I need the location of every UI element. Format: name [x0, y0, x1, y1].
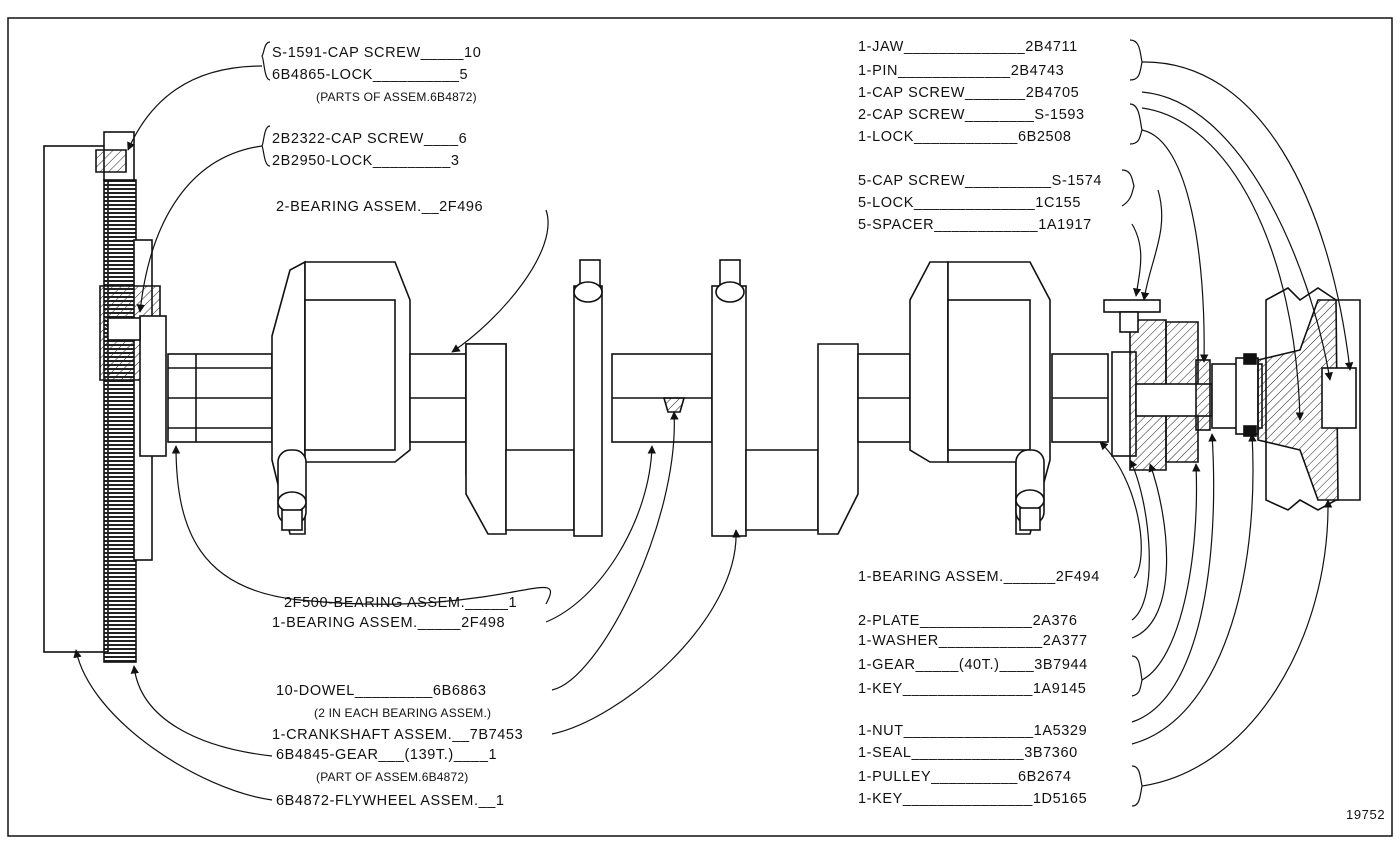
label-washer: 1-WASHER____________2A377: [858, 633, 1088, 649]
label-cap-screw-s1593: 2-CAP SCREW________S-1593: [858, 107, 1085, 123]
label-lock-2b2950: 2B2950-LOCK_________3: [272, 153, 460, 169]
label-bearing-assem-2f496: 2-BEARING ASSEM.__2F496: [276, 199, 484, 215]
label-lock-1c155: 5-LOCK______________1C155: [858, 195, 1082, 211]
label-lock-6b4865: 6B4865-LOCK__________5: [272, 67, 469, 83]
label-cap-screw-s1574: 5-CAP SCREW__________S-1574: [858, 173, 1103, 189]
label-seal: 1-SEAL_____________3B7360: [858, 745, 1078, 761]
label-part-of-assem-note: (PART OF ASSEM.6B4872): [316, 770, 469, 784]
label-flywheel-assem: 6B4872-FLYWHEEL ASSEM.__1: [276, 793, 505, 809]
label-key-1d5165: 1-KEY_______________1D5165: [858, 791, 1088, 807]
label-cap-screw-s1591: S-1591-CAP SCREW_____10: [272, 45, 482, 61]
label-crankshaft-assem: 1-CRANKSHAFT ASSEM.__7B7453: [272, 727, 524, 743]
label-dowel-note: (2 IN EACH BEARING ASSEM.): [314, 706, 492, 720]
label-spacer: 5-SPACER____________1A1917: [858, 217, 1092, 233]
label-pulley: 1-PULLEY__________6B2674: [858, 769, 1072, 785]
label-gear-40t: 1-GEAR_____(40T.)____3B7944: [858, 657, 1088, 673]
label-cap-screw-2b4705: 1-CAP SCREW_______2B4705: [858, 85, 1080, 101]
label-jaw: 1-JAW______________2B4711: [858, 39, 1078, 55]
label-nut: 1-NUT_______________1A5329: [858, 723, 1088, 739]
label-bearing-assem-2f494: 1-BEARING ASSEM.______2F494: [858, 569, 1100, 585]
figure-number: 19752: [1346, 807, 1386, 822]
label-parts-of-assem-note: (PARTS OF ASSEM.6B4872): [316, 90, 477, 104]
label-lock-6b2508: 1-LOCK____________6B2508: [858, 129, 1072, 145]
label-bearing-assem-2f498: 1-BEARING ASSEM._____2F498: [272, 615, 506, 631]
label-bearing-assem-2f500: 2F500-BEARING ASSEM._____1: [284, 595, 518, 611]
front-gear-pulley-assembly: [1103, 287, 1361, 511]
border-frame: [7, 17, 1393, 837]
label-dowel: 10-DOWEL_________6B6863: [276, 683, 487, 699]
label-gear-139t: 6B4845-GEAR___(139T.)____1: [276, 747, 498, 763]
label-cap-screw-2b2322: 2B2322-CAP SCREW____6: [272, 131, 468, 147]
label-key-1a9145: 1-KEY_______________1A9145: [858, 681, 1087, 697]
leader-lines: [73, 61, 1354, 801]
label-braces: [261, 39, 1143, 807]
label-plate: 2-PLATE_____________2A376: [858, 613, 1078, 629]
label-pin: 1-PIN_____________2B4743: [858, 63, 1065, 79]
crankshaft: [167, 259, 1109, 537]
flywheel-assembly: [43, 131, 167, 663]
